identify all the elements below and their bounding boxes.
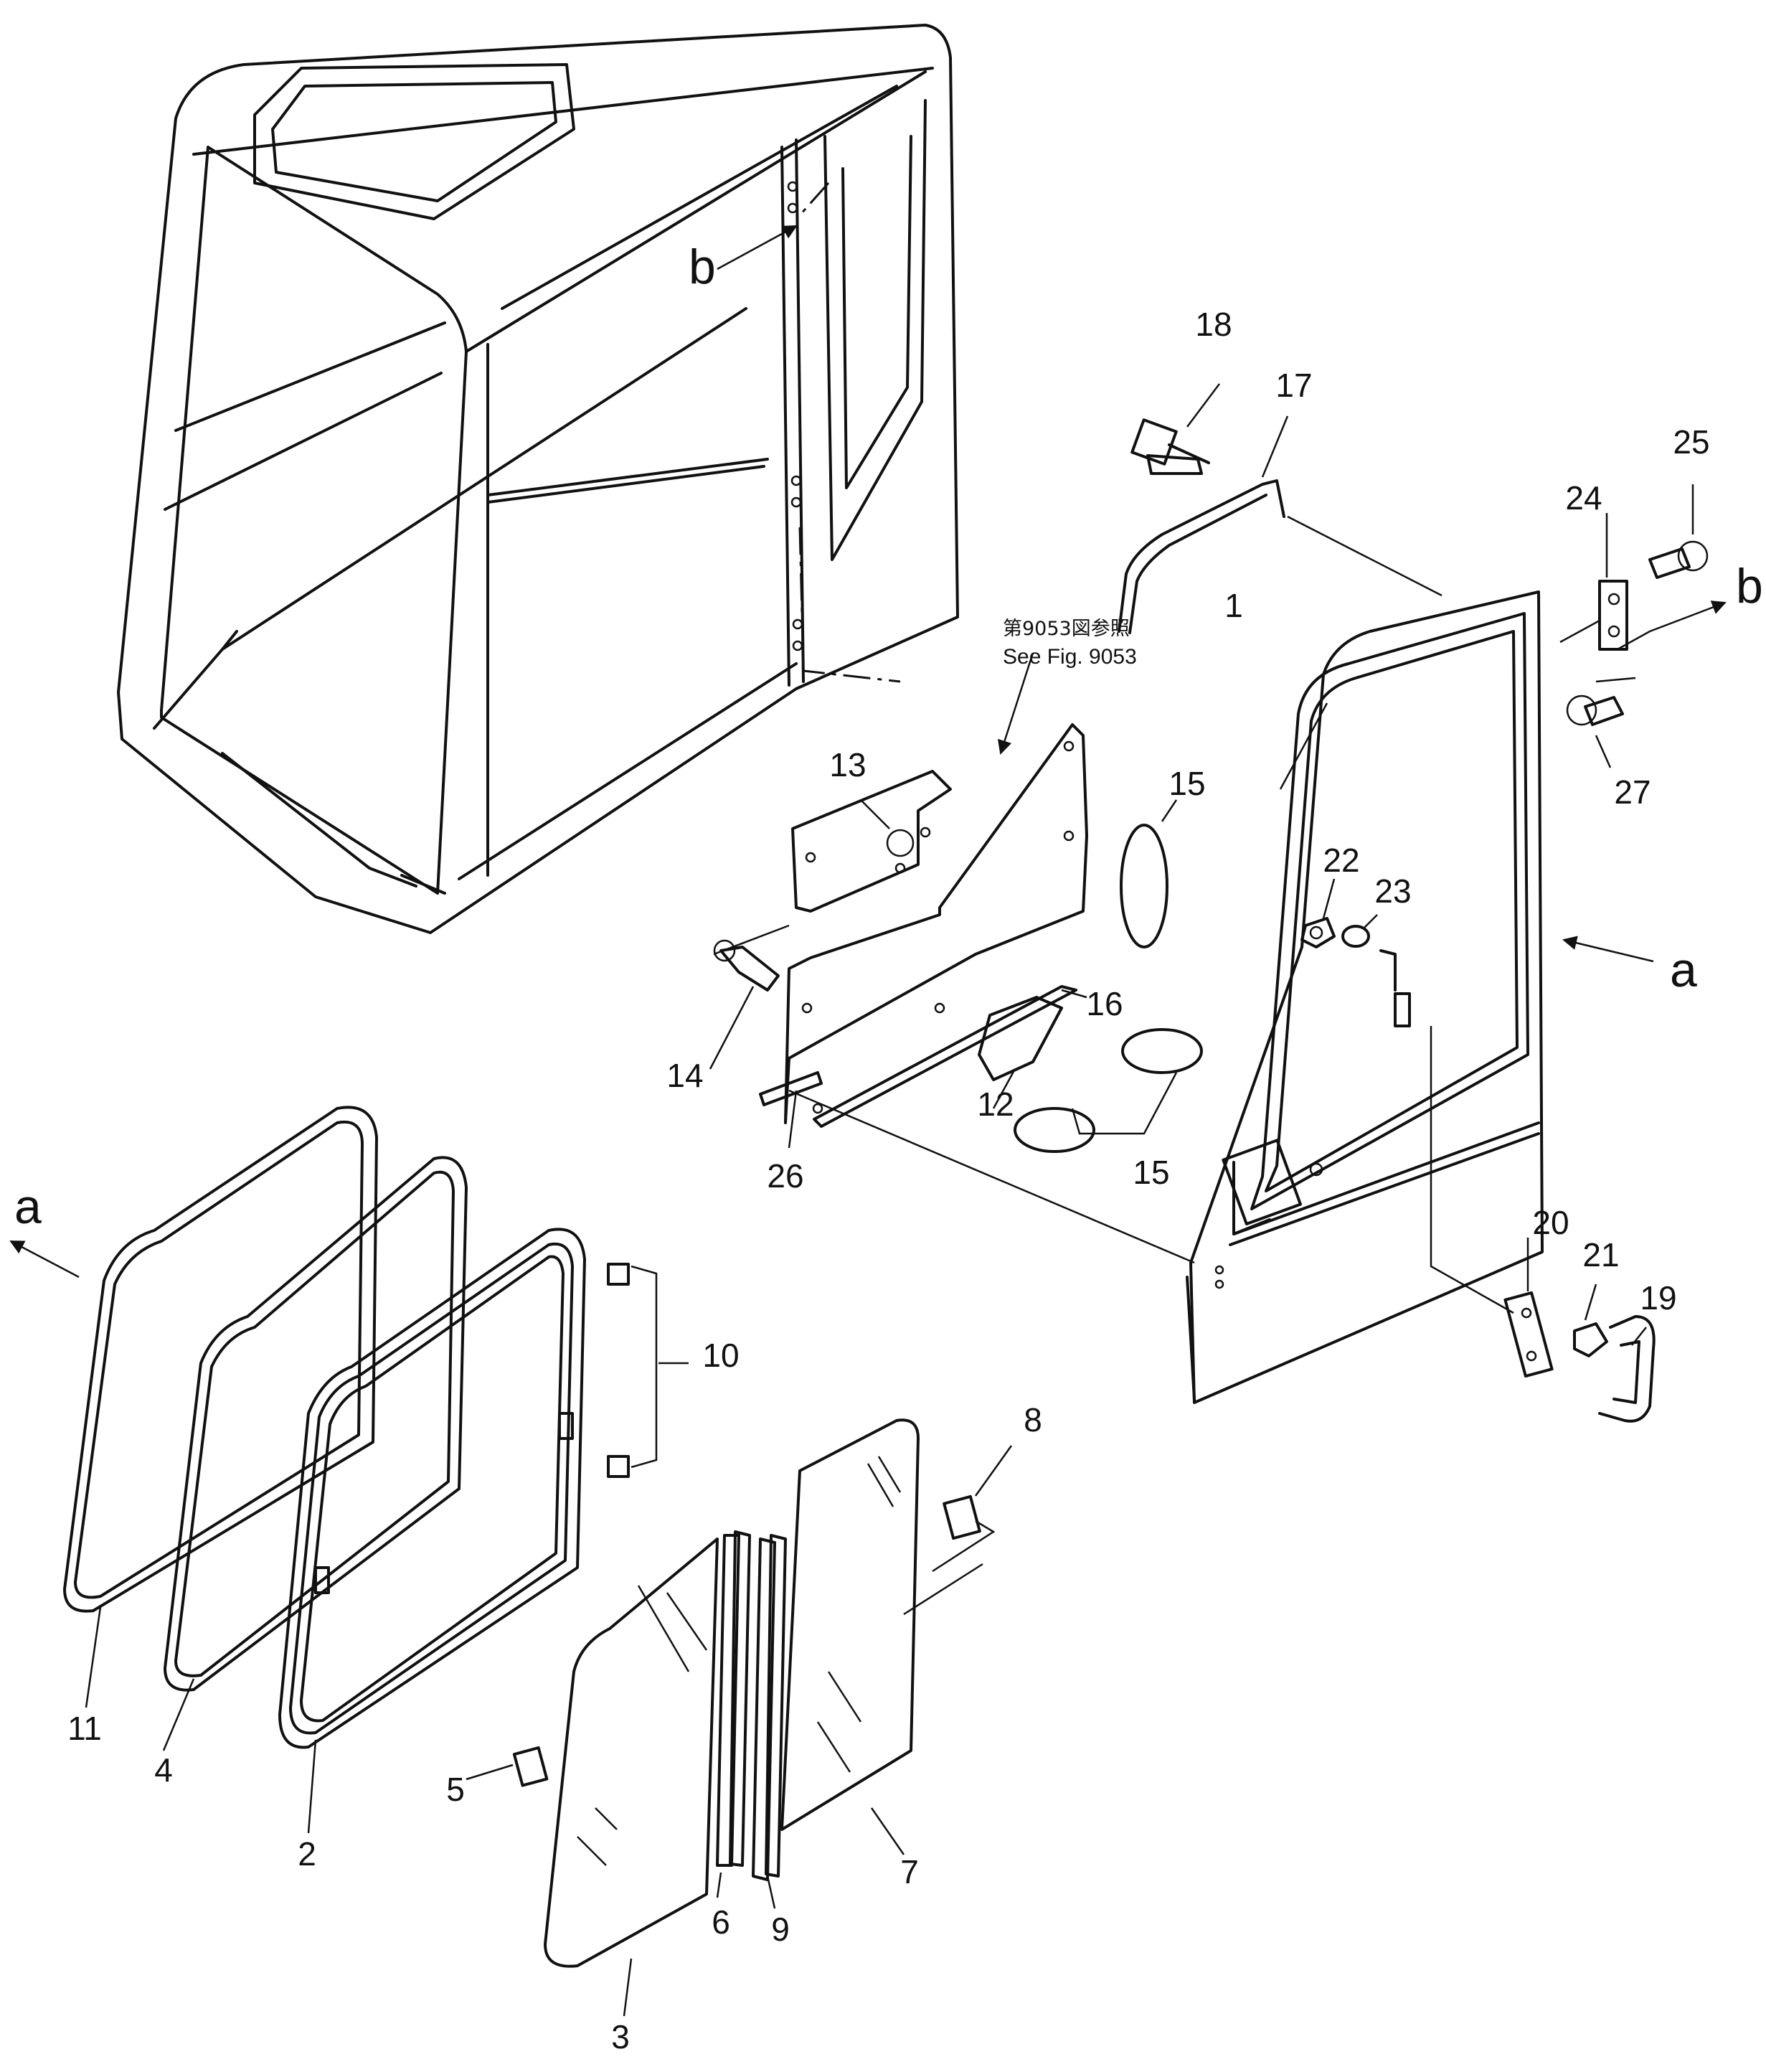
bolt-and-pin	[713, 939, 823, 1106]
callout-16: 16	[1086, 985, 1123, 1022]
callout-21: 21	[1582, 1236, 1619, 1273]
weatherstrip-frames	[63, 1106, 586, 1749]
clips	[607, 1263, 658, 1478]
view-marker-b-cab: b	[689, 240, 716, 294]
callout-8: 8	[1024, 1401, 1042, 1438]
callout-2: 2	[298, 1835, 316, 1873]
callout-23: 23	[1374, 872, 1411, 910]
side-plate	[784, 723, 1088, 1128]
callout-11: 11	[67, 1710, 102, 1747]
callout-15-bottom: 15	[1133, 1154, 1169, 1191]
callout-26: 26	[767, 1157, 803, 1195]
view-marker-b-right: b	[1736, 559, 1763, 613]
lock-hardware	[1503, 1291, 1656, 1423]
callout-12: 12	[977, 1086, 1014, 1123]
handrail	[1118, 418, 1285, 634]
nut-washer	[1300, 917, 1411, 1027]
cab-frame	[117, 24, 959, 934]
callout-1: 1	[1224, 587, 1243, 624]
callout-17: 17	[1275, 367, 1312, 404]
seals	[978, 824, 1203, 1153]
view-arrows	[9, 225, 1727, 1278]
callout-5: 5	[446, 1771, 465, 1808]
callout-13: 13	[829, 746, 866, 783]
view-marker-labels: a a b b	[14, 240, 1763, 1234]
callout-15-top: 15	[1168, 765, 1205, 802]
callout-19: 19	[1640, 1279, 1676, 1317]
reference-note-en: See Fig. 9053	[1003, 645, 1137, 669]
reference-note: 第9053図参照 See Fig. 9053	[1003, 618, 1137, 669]
callout-27: 27	[1614, 773, 1651, 811]
door-panel	[1186, 590, 1544, 1404]
view-marker-a-right: a	[1670, 943, 1697, 997]
glass-panels	[512, 1418, 996, 1968]
callout-20: 20	[1532, 1204, 1569, 1241]
callout-22: 22	[1323, 842, 1359, 879]
callout-leaders	[85, 383, 1694, 2017]
reference-note-jp: 第9053図参照	[1003, 618, 1130, 640]
callout-18: 18	[1195, 306, 1232, 343]
callout-24: 24	[1565, 479, 1602, 517]
callout-3: 3	[611, 2018, 630, 2055]
callout-4: 4	[154, 1751, 173, 1789]
callout-6: 6	[712, 1903, 730, 1941]
callout-14: 14	[666, 1057, 703, 1094]
callout-7: 7	[900, 1853, 919, 1890]
leader-lines	[713, 182, 1636, 1616]
view-marker-a-left: a	[14, 1179, 42, 1234]
callout-labels: 18 17 25 24 1 27 15 22 23 13 16 14 12 15…	[67, 306, 1709, 2055]
callout-25: 25	[1673, 423, 1709, 461]
callout-9: 9	[771, 1911, 790, 1948]
hinge-assembly	[1566, 540, 1709, 726]
callout-10: 10	[702, 1337, 739, 1374]
